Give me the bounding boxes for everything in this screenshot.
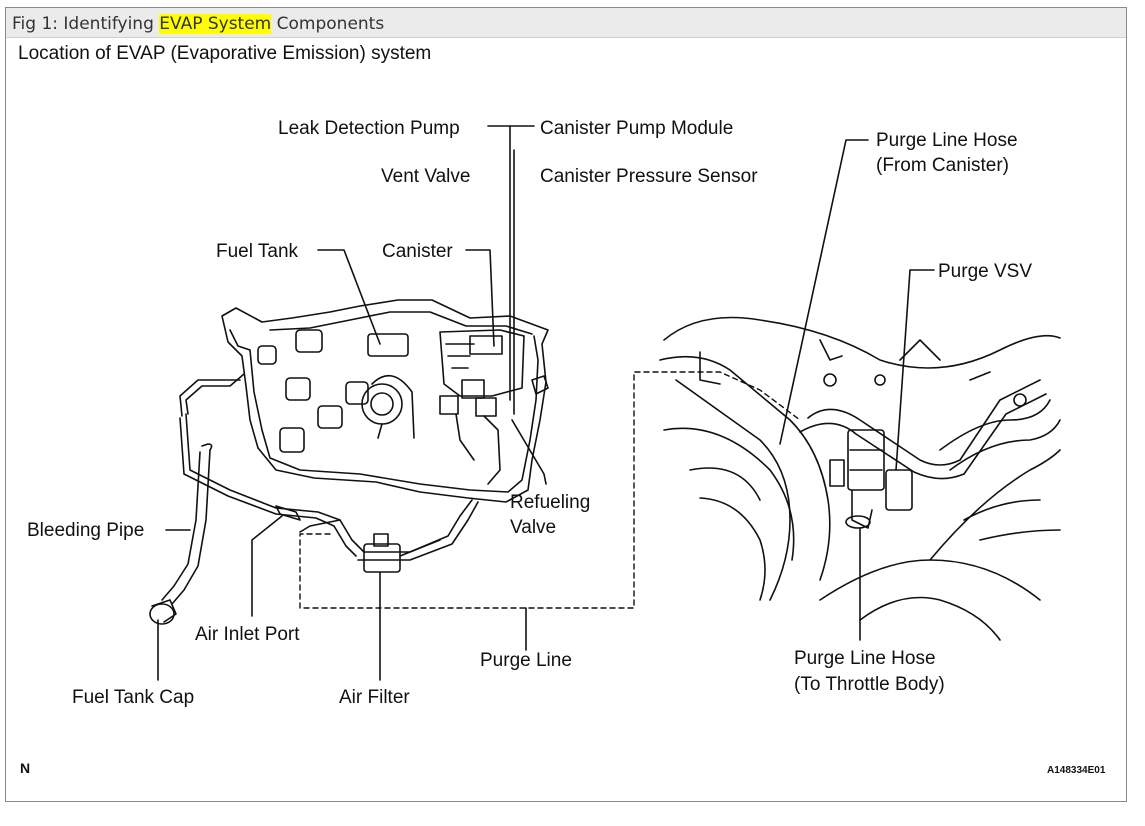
- label-purge-line-hose-throttle-2: (To Throttle Body): [794, 674, 945, 695]
- caption-suffix: Components: [271, 14, 385, 34]
- label-canister: Canister: [382, 241, 453, 262]
- label-fuel-tank: Fuel Tank: [216, 241, 299, 262]
- label-purge-line-hose-canister-2: (From Canister): [876, 155, 1009, 176]
- label-bleeding-pipe: Bleeding Pipe: [27, 520, 144, 541]
- engine-bay-drawing: [659, 316, 1061, 641]
- caption-prefix: Fig 1: Identifying: [12, 14, 160, 34]
- figure-frame: Fig 1: Identifying EVAP System Component…: [5, 7, 1127, 802]
- label-refueling-valve-1: Refueling: [510, 492, 590, 513]
- caption-highlight: EVAP System: [159, 14, 272, 34]
- label-vent-valve: Vent Valve: [381, 166, 470, 187]
- leader-lines: [157, 125, 935, 681]
- label-leak-detection-pump: Leak Detection Pump: [278, 118, 460, 139]
- figure-code: A148334E01: [1047, 765, 1106, 776]
- caption-bar: Fig 1: Identifying EVAP System Component…: [6, 8, 1126, 38]
- label-canister-pump-module: Canister Pump Module: [540, 118, 733, 139]
- figure-caption: Fig 1: Identifying EVAP System Component…: [12, 14, 384, 34]
- diagram-subtitle: Location of EVAP (Evaporative Emission) …: [18, 43, 432, 64]
- label-purge-vsv: Purge VSV: [938, 261, 1032, 282]
- fuel-tank-drawing: [149, 299, 549, 625]
- label-fuel-tank-cap: Fuel Tank Cap: [72, 687, 194, 708]
- label-canister-pressure-sensor: Canister Pressure Sensor: [540, 166, 758, 187]
- purge-line-dashed: [299, 371, 801, 609]
- label-air-filter: Air Filter: [339, 687, 410, 708]
- label-purge-line-hose-canister-1: Purge Line Hose: [876, 130, 1018, 151]
- label-purge-line: Purge Line: [480, 650, 572, 671]
- label-refueling-valve-2: Valve: [510, 517, 556, 538]
- label-purge-line-hose-throttle-1: Purge Line Hose: [794, 648, 936, 669]
- north-mark: N: [20, 760, 30, 776]
- label-air-inlet-port: Air Inlet Port: [195, 624, 300, 645]
